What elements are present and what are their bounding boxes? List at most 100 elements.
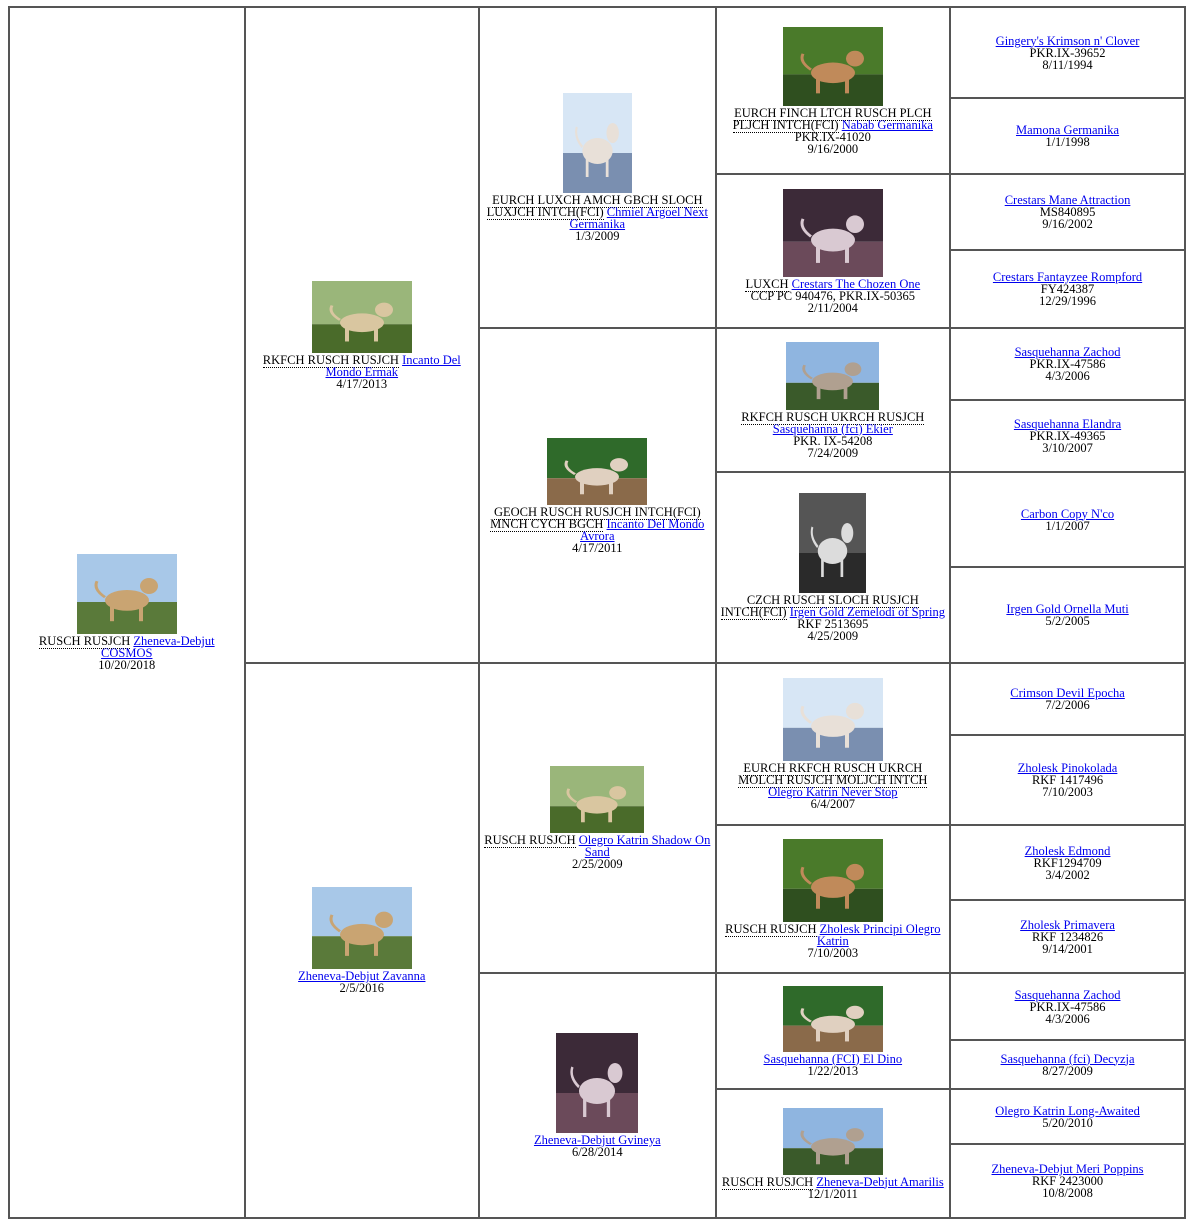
dog-birthdate: 7/24/2009 (807, 445, 859, 460)
dog-name-link[interactable]: Crestars The Chozen One (791, 276, 921, 291)
dog-birthdate: 5/20/2010 (1042, 1115, 1093, 1130)
dog-titles: EURCH LUXCH AMCH GBCH SLOCH LUXJCH INTCH… (486, 193, 703, 220)
dog-name-link[interactable]: Crestars Fantayzee Rompford (992, 270, 1143, 284)
dog-photo[interactable] (311, 887, 412, 969)
dog-name-link[interactable]: Incanto Del Mondo Avrora (580, 516, 705, 543)
dog-photo[interactable] (786, 341, 880, 410)
dog-name-line: Crestars Fantayzee Rompford (955, 270, 1180, 284)
dog-photo[interactable] (547, 437, 648, 505)
pedigree-row: RUSCH RUSJCH Zholesk Principi Olegro Kat… (9, 824, 1186, 974)
dog-titles: EURCH RKFCH RUSCH UKRCH MOLCH RUSJCH MOL… (738, 761, 928, 788)
dog-birthdate: 12/29/1996 (1039, 294, 1097, 308)
dog-name-link[interactable]: Irgen Gold Ornella Muti (1006, 602, 1129, 616)
dog-name-link[interactable]: Sasquehanna (FCI) El Dino (763, 1051, 903, 1066)
dog-photo[interactable] (76, 554, 177, 634)
dog-registration: RKF1294709 (1033, 855, 1102, 870)
dog-birthdate: 10/20/2018 (98, 658, 156, 672)
dog-photo[interactable] (311, 280, 412, 353)
dog-birthdate: 12/1/2011 (807, 1186, 858, 1201)
dog-name-link[interactable]: Gingery's Krimson n' Clover (995, 33, 1140, 48)
dog-name-line: RUSCH RUSJCH Zheneva-Debjut Amarilis (721, 1174, 946, 1190)
dog-name-link[interactable]: Olegro Katrin Shadow On Sand (578, 833, 711, 859)
dog-titles: GEOCH RUSCH RUSJCH INTCH(FCI) MNCH CYCH … (490, 504, 701, 532)
dog-name-link[interactable]: Sasquehanna (fci) Decyzja (1000, 1051, 1135, 1066)
dog-name-link[interactable]: Olegro Katrin Never Stop (768, 785, 898, 799)
dog-birthdate: 7/2/2006 (1045, 698, 1090, 712)
dog-name-link[interactable]: Zheneva-Debjut COSMOS (101, 634, 215, 660)
dog-name-line: Crestars Mane Attraction (955, 193, 1180, 207)
dog-photo[interactable] (562, 93, 632, 193)
dog-photo[interactable] (782, 188, 883, 277)
dog-photo[interactable] (782, 839, 883, 922)
dog-titles: RKFCH RUSCH RUSJCH (262, 352, 399, 368)
dog-name-link[interactable]: Zholesk Primavera (1020, 917, 1115, 932)
dog-name-line: Zheneva-Debjut Zavanna (250, 969, 475, 983)
dog-name-link[interactable]: Sasquehanna Elandra (1013, 417, 1122, 431)
dog-name-link[interactable]: Zholesk Principi Olegro Katrin (816, 922, 941, 948)
dog-name-link[interactable]: Olegro Katrin Long-Awaited (995, 1103, 1140, 1118)
dog-name-line: Zholesk Edmond (955, 843, 1180, 858)
dog-name-link[interactable]: Irgen Gold Zemelodi of Spring (789, 605, 946, 619)
dog-name-line: EURCH RKFCH RUSCH UKRCH MOLCH RUSJCH MOL… (721, 761, 946, 799)
dog-birthdate: 5/2/2005 (1045, 614, 1090, 628)
dog-titles: RKFCH RUSCH UKRCH RUSJCH (741, 409, 925, 425)
g4-dog-cell: RUSCH RUSJCH Zholesk Principi Olegro Kat… (714, 824, 952, 974)
dog-name-line: Zholesk Primavera (955, 917, 1180, 932)
dog-name-line: Olegro Katrin Long-Awaited (955, 1103, 1180, 1118)
dog-photo[interactable] (550, 766, 645, 833)
dog-registration: RKF 2513695 (797, 617, 869, 631)
dog-name-link[interactable]: Zheneva-Debjut Gvineya (533, 1133, 661, 1147)
dog-name-line: Sasquehanna Zachod (955, 987, 1180, 1002)
dog-name-link[interactable]: Chmiel Argoel Next Germanika (569, 205, 708, 231)
dog-registration: RKF 1234826 (1031, 929, 1104, 944)
g3-dog-cell: GEOCH RUSCH RUSJCH INTCH(FCI) MNCH CYCH … (478, 327, 717, 664)
dog-registration: PKR.IX-39652 (1029, 45, 1106, 60)
dog-name-link[interactable]: Sasquehanna (fci) Ekier (772, 421, 893, 436)
dog-name-line: RUSCH RUSJCH Zheneva-Debjut COSMOS (14, 634, 240, 660)
dog-photo[interactable] (556, 1033, 639, 1133)
dog-name-link[interactable]: Zholesk Pinokolada (1017, 761, 1118, 775)
dog-name-line: EURCH FINCH LTCH RUSCH PLCH PLJCH INTCH(… (721, 105, 946, 133)
dog-name-line: Crimson Devil Epocha (955, 686, 1180, 700)
dog-name-line: Sasquehanna (fci) Decyzja (955, 1051, 1180, 1066)
dog-birthdate: 3/4/2002 (1045, 867, 1090, 882)
dog-birthdate: 4/17/2011 (572, 540, 623, 555)
dog-name-link[interactable]: Mamona Germanika (1015, 123, 1120, 137)
dog-name-link[interactable]: Sasquehanna Zachod (1014, 345, 1121, 359)
dog-birthdate: 7/10/2003 (1042, 785, 1093, 799)
dog-registration: MS840895 (1039, 205, 1096, 219)
dog-name-link[interactable]: Crestars Mane Attraction (1004, 193, 1131, 207)
dog-birthdate: 1/1/2007 (1045, 518, 1090, 533)
dog-photo[interactable] (799, 493, 867, 593)
dog-name-link[interactable]: Carbon Copy N'co (1020, 506, 1115, 521)
dog-name-line: RKFCH RUSCH RUSJCH Incanto Del Mondo Erm… (250, 352, 475, 379)
dog-photo[interactable] (782, 1107, 883, 1175)
dog-name-link[interactable]: Nabab Germanika (841, 117, 933, 132)
dog-photo[interactable] (782, 985, 883, 1052)
dog-name-link[interactable]: Zheneva-Debjut Amarilis (816, 1174, 944, 1189)
dog-birthdate: 8/27/2009 (1042, 1063, 1093, 1078)
dog-name-link[interactable]: Crimson Devil Epocha (1010, 686, 1125, 700)
dog-name-link[interactable]: Sasquehanna Zachod (1014, 987, 1121, 1002)
dog-name-link[interactable]: Zheneva-Debjut Zavanna (298, 969, 426, 983)
dog-photo[interactable] (782, 26, 883, 106)
dog-name-link[interactable]: Incanto Del Mondo Ermak (325, 352, 461, 379)
dog-name-link[interactable]: Zholesk Edmond (1024, 843, 1111, 858)
dog-name-link[interactable]: Zheneva-Debjut Meri Poppins (991, 1162, 1144, 1176)
dog-name-line: Sasquehanna Zachod (955, 345, 1180, 359)
dog-birthdate: 9/16/2002 (1042, 217, 1093, 231)
dog-photo[interactable] (782, 678, 883, 761)
